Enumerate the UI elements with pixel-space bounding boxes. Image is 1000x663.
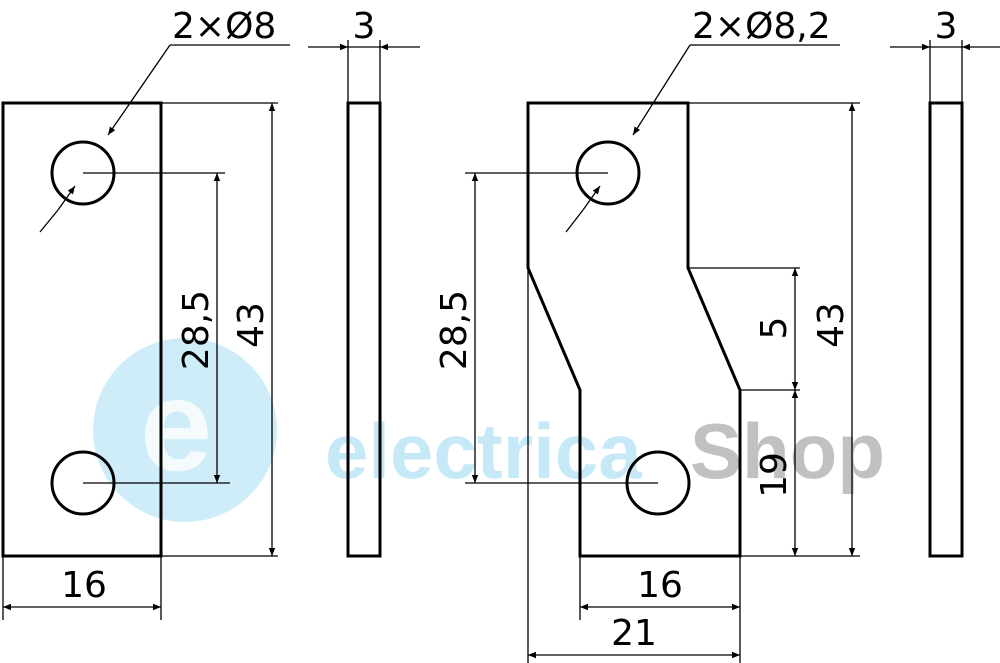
left-part-side-view: 3 [308,6,420,558]
right-part-side-view: 3 [890,6,1000,558]
left-thickness: 3 [353,6,376,47]
left-height: 43 [231,302,272,348]
watermark-logo-icon [93,338,277,522]
watermark-logo-letter: e [140,352,212,498]
right-offset-height: 5 [754,317,795,340]
left-hole-spacing: 28,5 [176,290,217,370]
right-width-total: 21 [611,613,657,654]
right-hole-spacing: 28,5 [434,290,475,370]
right-width-bottom: 16 [637,565,683,606]
left-hole-dimension: 2×Ø8 [172,6,276,47]
right-height: 43 [811,302,852,348]
right-thickness: 3 [935,6,958,47]
watermark-text-electrica: electrica [325,407,642,495]
left-plate-outline [1,101,163,558]
left-part-front-view: 2×Ø8 28,5 43 16 [1,6,290,620]
right-lower-height: 19 [754,452,795,498]
right-hole-dimension: 2×Ø8,2 [692,6,831,47]
right-part-front-view: 2×Ø8,2 28,5 5 19 43 16 21 [434,6,860,663]
left-width: 16 [61,565,107,606]
